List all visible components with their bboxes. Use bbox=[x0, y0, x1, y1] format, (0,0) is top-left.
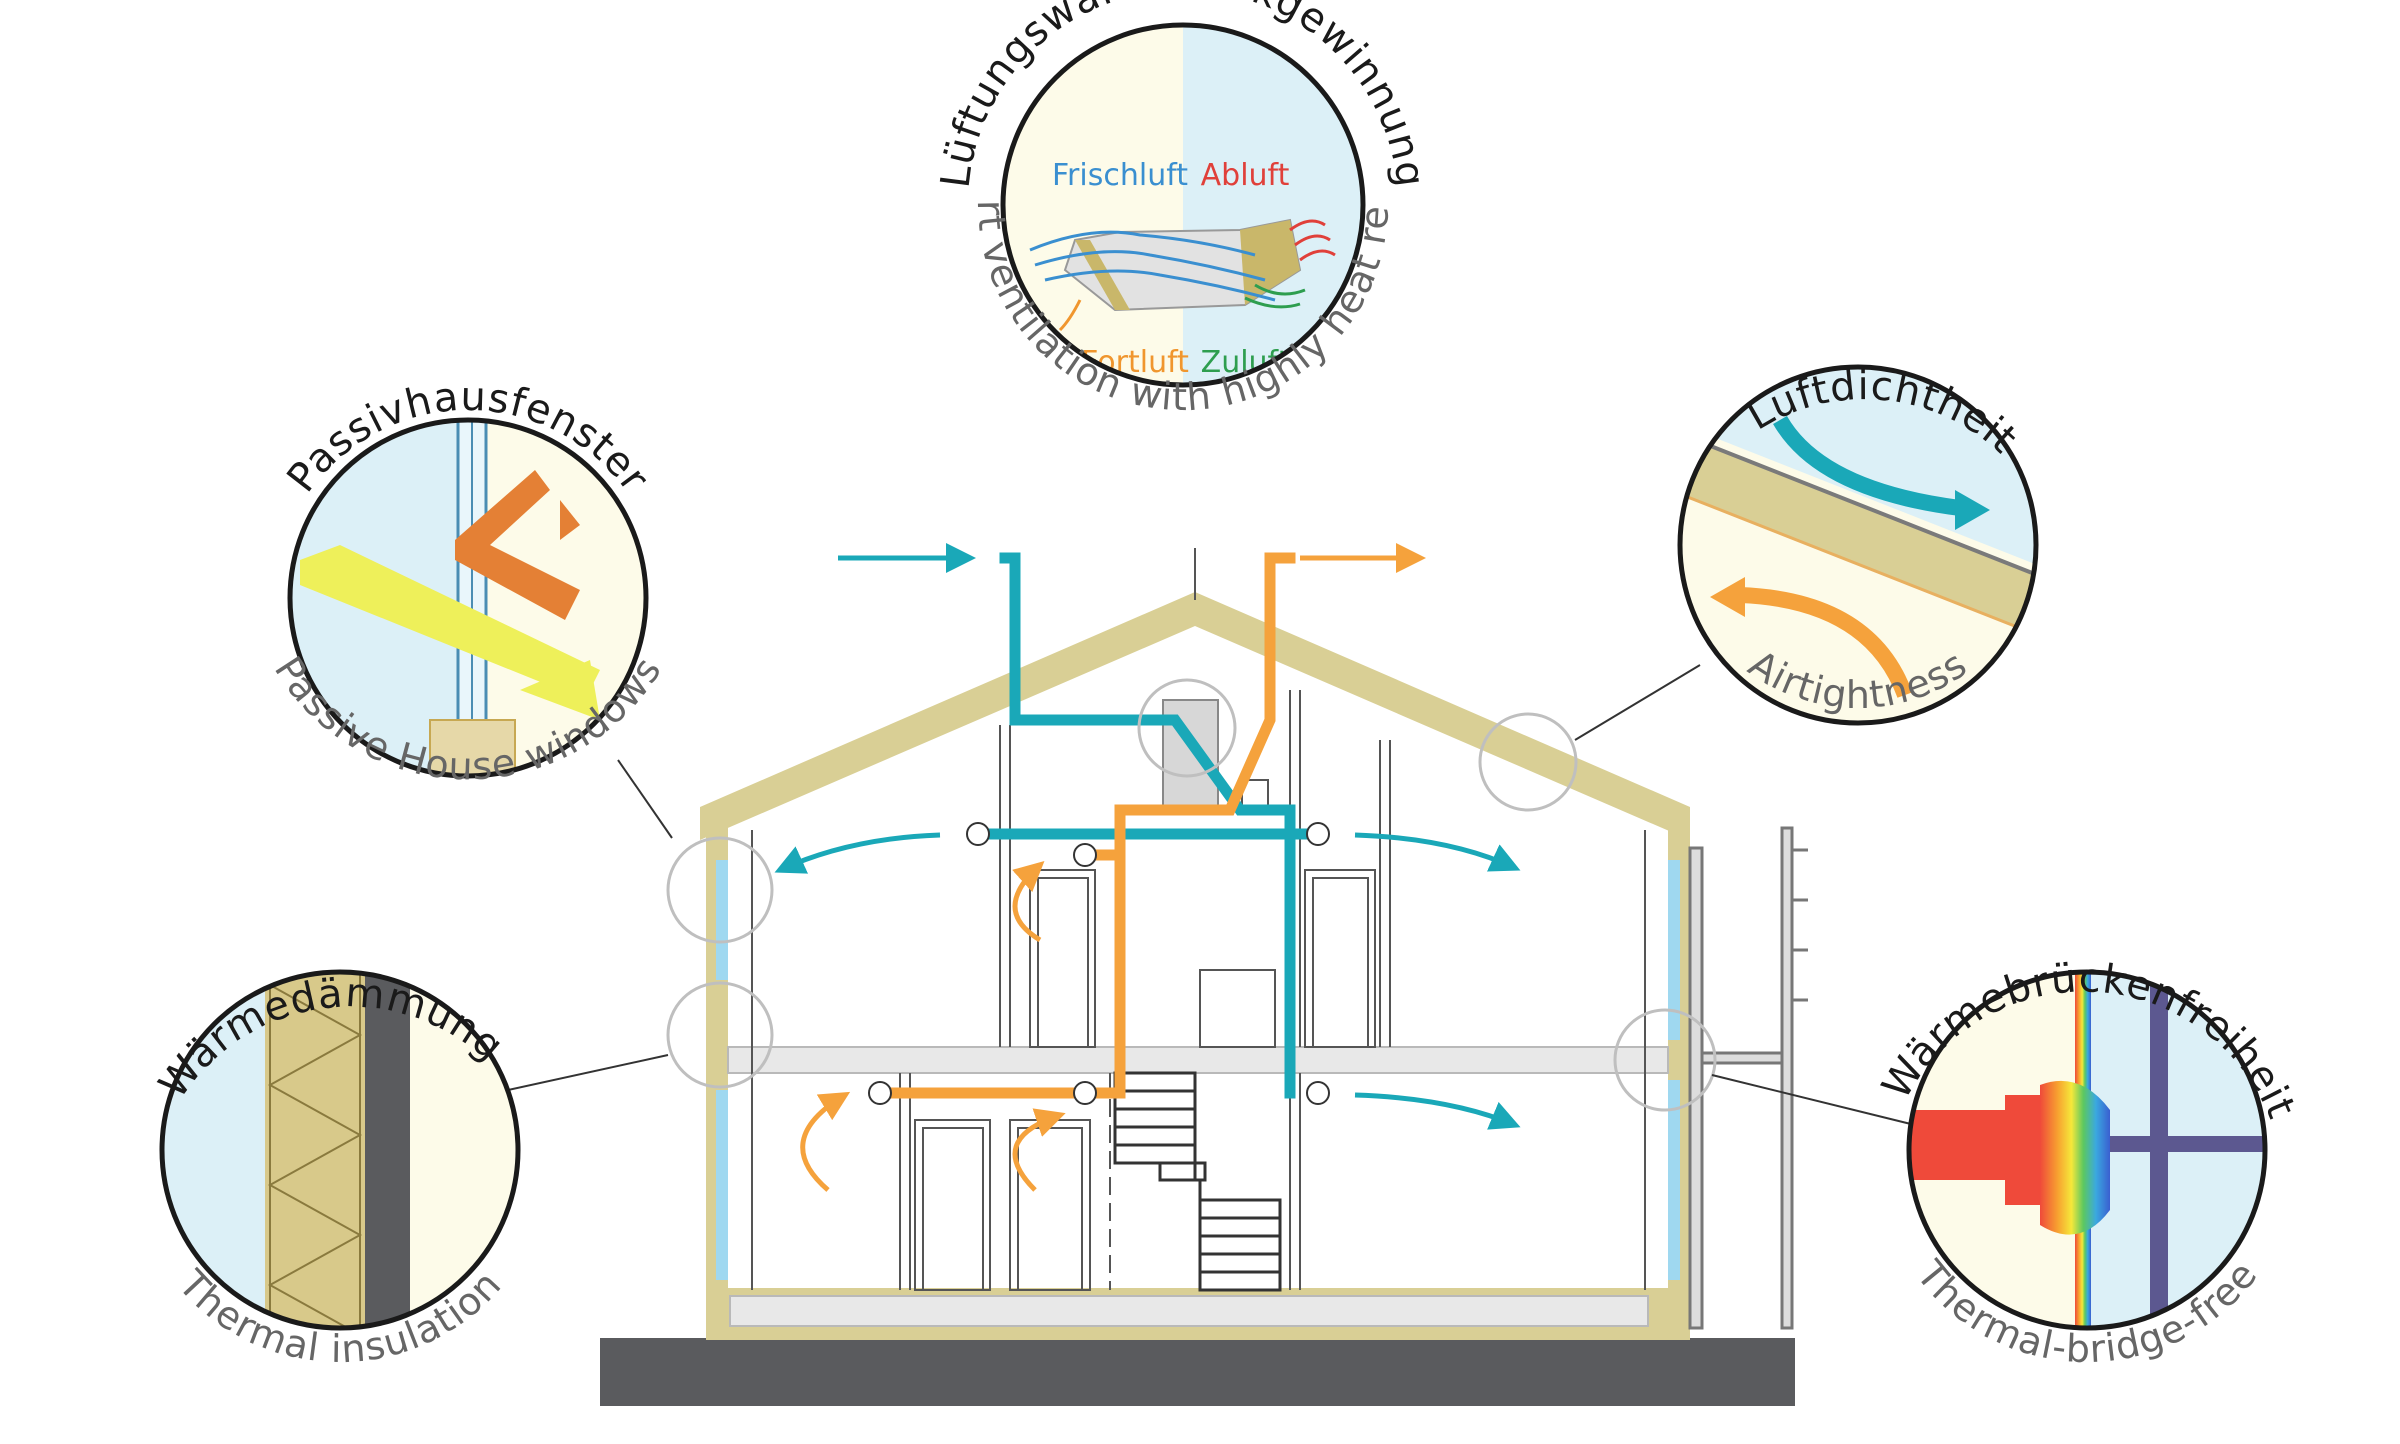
supply-arrow-upper-right bbox=[1354, 832, 1521, 872]
interior-walls bbox=[751, 690, 1646, 1290]
airtightness-callout: Luftdichtheit Airtightness bbox=[1677, 363, 2039, 726]
staircase bbox=[1113, 1071, 1282, 1292]
sunlight-arrow bbox=[300, 545, 600, 700]
air-valves bbox=[868, 822, 1330, 1105]
callout-leaders bbox=[507, 664, 1916, 1126]
ground bbox=[600, 1338, 1795, 1406]
windows-callout: Passivhausfenster Passive House windows bbox=[266, 374, 669, 789]
isotherm-bulge bbox=[2040, 1080, 2110, 1235]
outside-air-arrow bbox=[1773, 415, 1962, 516]
balcony-beam bbox=[2110, 1136, 2265, 1152]
balcony-frame bbox=[1688, 826, 1808, 1330]
ventilation-flow-lines bbox=[1029, 219, 1336, 332]
left-window-upper bbox=[716, 860, 728, 980]
ceiling-slab bbox=[727, 1046, 1669, 1074]
airflow-arrows bbox=[774, 543, 1521, 1192]
extract-arrow-lower-left bbox=[800, 1091, 851, 1192]
left-window-lower bbox=[716, 1090, 728, 1280]
label-abluft: Abluft bbox=[1201, 158, 1290, 193]
airtight-layer bbox=[1680, 430, 2036, 640]
floor-slab-bottom bbox=[729, 1295, 1649, 1327]
extract-arrow-lower-right bbox=[1012, 1108, 1066, 1192]
right-window-lower bbox=[1668, 1080, 1680, 1280]
masonry-wall bbox=[365, 972, 410, 1328]
balcony-post bbox=[2150, 985, 2168, 1325]
insulation-layer bbox=[265, 972, 365, 1328]
label-frischluft: Frischluft bbox=[1052, 158, 1188, 193]
insulation-callout: Wärmedämmung Thermal insulation bbox=[150, 969, 521, 1371]
supply-arrow-upper-left bbox=[774, 832, 941, 874]
callout-markers bbox=[666, 678, 1717, 1112]
right-window-upper bbox=[1668, 860, 1680, 1040]
supply-duct bbox=[999, 552, 1296, 1099]
window-frame bbox=[429, 719, 516, 776]
supply-arrow-lower-right bbox=[1354, 1092, 1521, 1130]
thermal-bridge-callout: Wärmebrückenfreiheit Thermal-bridge-free bbox=[1873, 955, 2303, 1371]
doors bbox=[914, 779, 1376, 1291]
extract-arrow-upper bbox=[1012, 860, 1045, 943]
ventilation-callout: Frischluft Abluft Fortluft Zuluft Lüftun… bbox=[0, 0, 1432, 419]
house-section bbox=[600, 548, 1808, 1406]
heat-reflection-arrow bbox=[455, 470, 580, 620]
inside-air-arrow bbox=[1739, 587, 1913, 698]
warm-slab bbox=[1909, 1110, 2015, 1180]
